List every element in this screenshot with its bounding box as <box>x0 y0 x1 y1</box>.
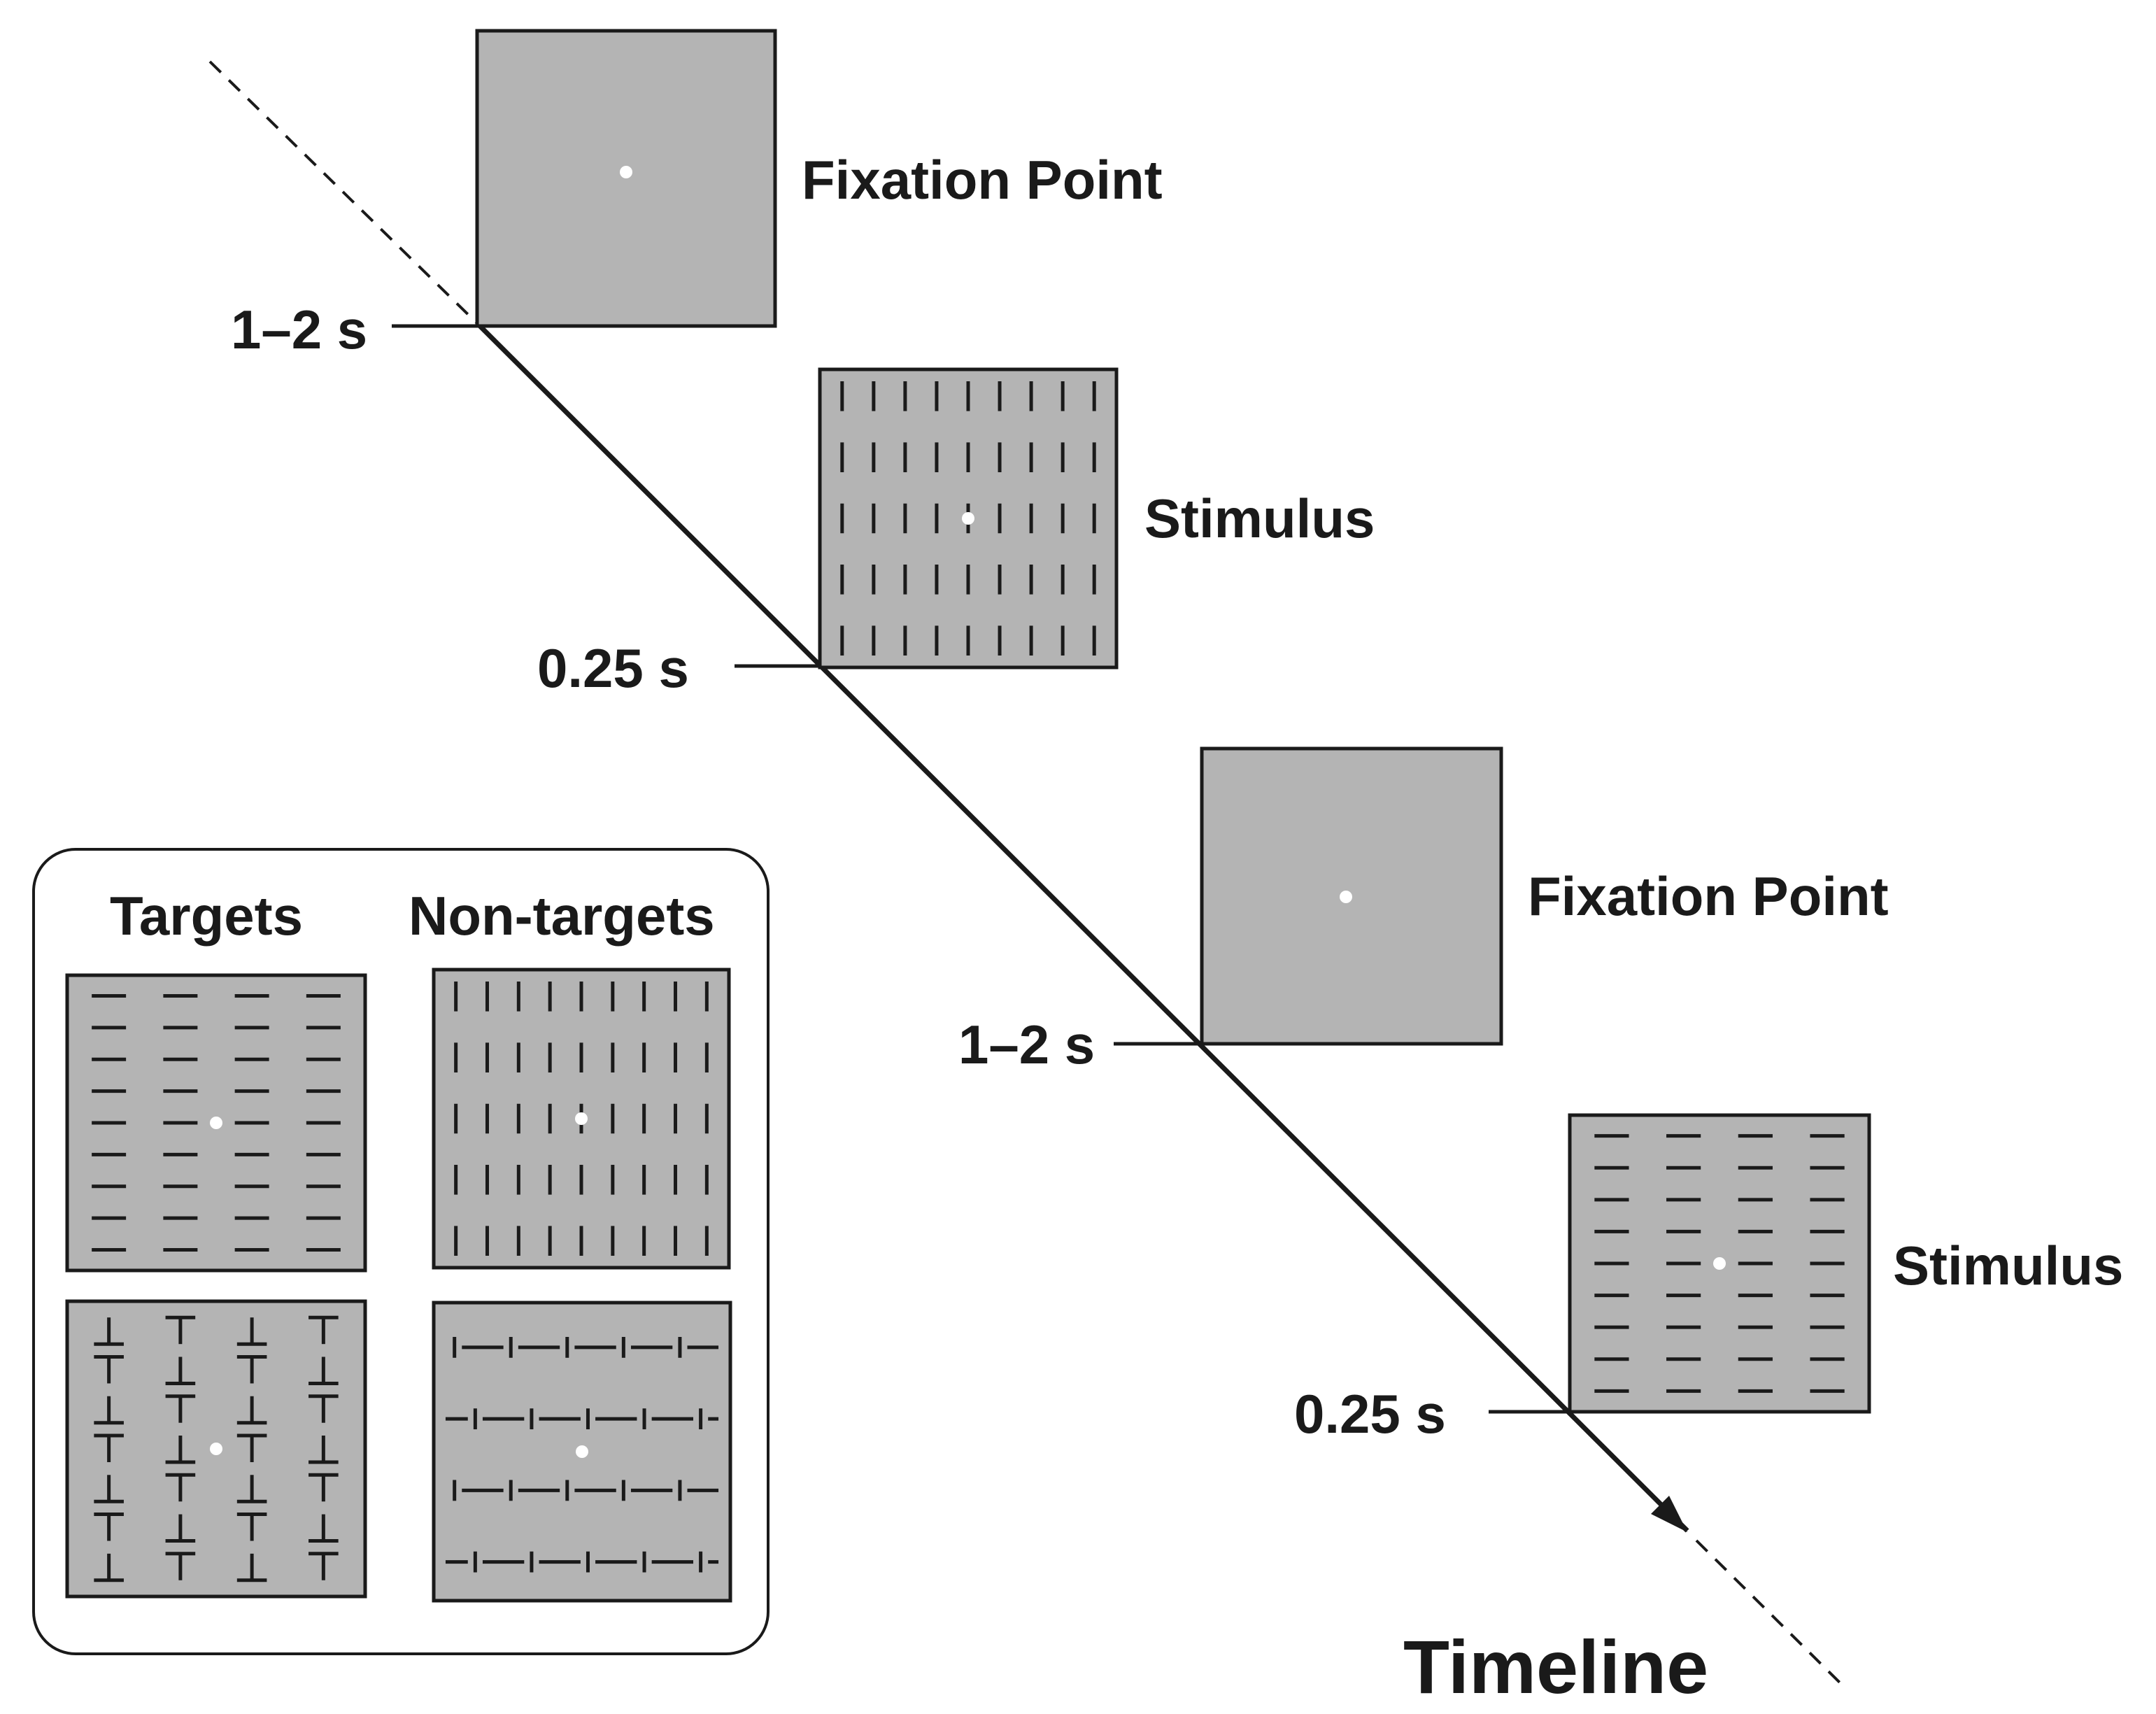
legend-target-horizontal <box>65 973 367 1273</box>
fixation-dot <box>1713 1257 1726 1270</box>
fixation-dot <box>575 1112 588 1125</box>
timeline-axis <box>478 324 1689 1533</box>
legend-title-nontargets: Non-targets <box>409 885 715 947</box>
legend-nontarget-vertical <box>432 968 731 1270</box>
fixation-dot <box>620 166 632 178</box>
fixation-dot <box>210 1443 222 1455</box>
timeline-lead-dashed <box>208 60 481 327</box>
sequence-panel-fixation-2 <box>1200 746 1503 1046</box>
timeline-label: Timeline <box>1403 1624 1708 1709</box>
legend-title-targets: Targets <box>110 885 303 947</box>
timeline-tail-dashed <box>1695 1539 1848 1691</box>
legend-target-t-junctions <box>65 1299 367 1599</box>
sequence-panel-stimulus-vertical <box>818 367 1119 670</box>
duration-label-4: 0.25 s <box>1294 1383 1446 1445</box>
duration-label-2: 0.25 s <box>537 637 689 699</box>
legend-inset: Targets Non-targets <box>32 848 770 1655</box>
fixation-dot <box>962 512 974 525</box>
timeline-arrowhead <box>1651 1496 1687 1532</box>
sequence-label-3: Fixation Point <box>1528 865 1889 927</box>
legend-nontarget-dash-bars <box>432 1301 732 1603</box>
sequence-label-2: Stimulus <box>1144 488 1375 549</box>
fixation-dot <box>1340 891 1352 903</box>
fixation-dot <box>576 1445 588 1458</box>
sequence-panel-stimulus-horizontal <box>1568 1113 1871 1414</box>
sequence-panel-fixation-1 <box>475 29 777 328</box>
legend-frame <box>32 848 770 1655</box>
duration-label-3: 1–2 s <box>958 1014 1095 1075</box>
duration-label-1: 1–2 s <box>231 299 367 360</box>
sequence-label-1: Fixation Point <box>802 149 1163 211</box>
fixation-dot <box>210 1117 222 1129</box>
sequence-label-4: Stimulus <box>1893 1235 2123 1296</box>
